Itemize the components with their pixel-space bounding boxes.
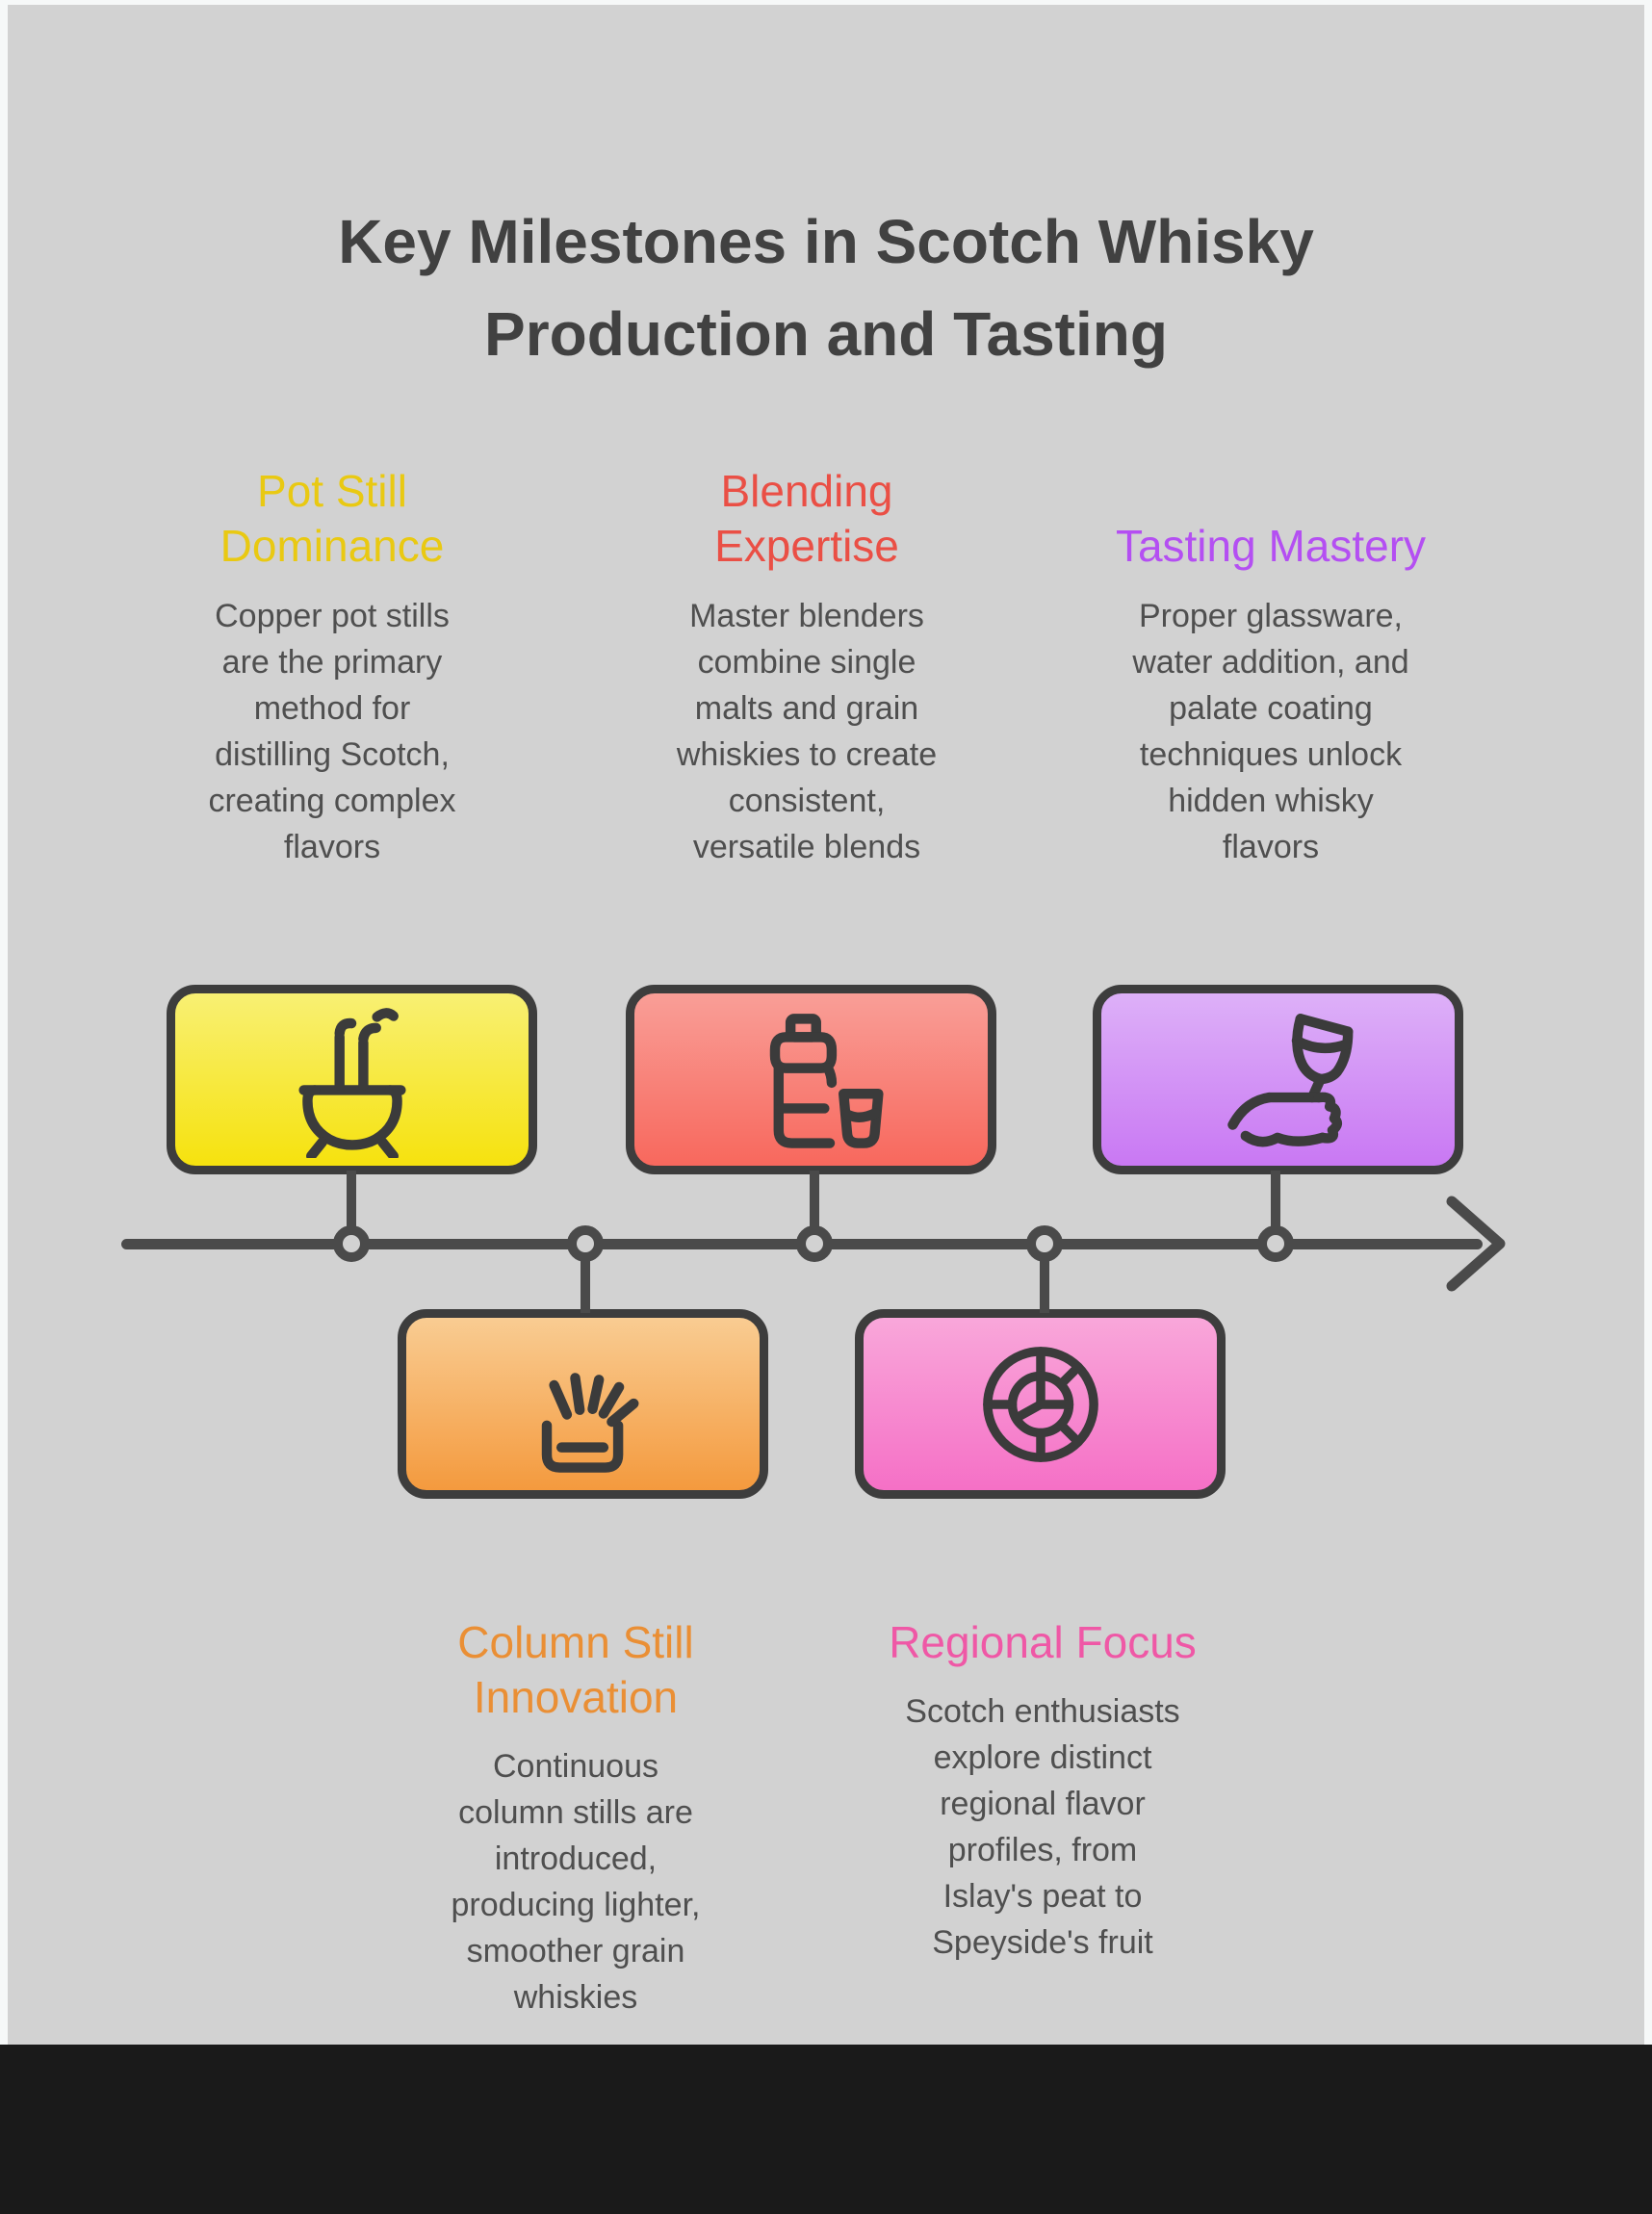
milestone-box-pot-still xyxy=(167,985,537,1174)
milestone-description-blending: Master blenders combine single malts and… xyxy=(676,598,938,865)
milestone-box-regional xyxy=(855,1309,1226,1499)
milestone-heading-blending: Blending Expertise xyxy=(643,452,970,574)
connector-regional xyxy=(1040,1244,1049,1313)
milestone-text-column-still: Column Still Innovation Continuous colum… xyxy=(412,1615,739,2021)
flavor-wheel-icon xyxy=(982,1346,1098,1462)
connector-column-still xyxy=(581,1244,590,1313)
milestone-box-column-still xyxy=(398,1309,768,1499)
milestone-description-pot-still: Copper pot stills are the primary method… xyxy=(208,598,456,865)
pot-still-icon xyxy=(297,1007,406,1158)
milestone-description-tasting: Proper glassware, water addition, and pa… xyxy=(1132,598,1409,865)
milestone-box-blending xyxy=(626,985,996,1174)
connector-pot-still xyxy=(347,1171,356,1244)
timeline-node-pot-still xyxy=(333,1225,370,1262)
milestone-heading-column-still: Column Still Innovation xyxy=(457,1617,694,1722)
timeline-node-tasting xyxy=(1257,1225,1294,1262)
timeline-node-regional xyxy=(1026,1225,1063,1262)
bottle-glass-icon xyxy=(769,1013,884,1148)
tasting-glass-icon xyxy=(1226,1013,1353,1146)
timeline-node-blending xyxy=(796,1225,833,1262)
milestone-heading-pot-still: Pot Still Dominance xyxy=(168,452,496,574)
footer-bar xyxy=(0,2045,1652,2214)
connector-blending xyxy=(810,1171,819,1244)
heading-text: Tasting Mastery xyxy=(1115,521,1427,571)
milestone-description-column-still: Continuous column stills are introduced,… xyxy=(451,1748,701,2016)
page-title: Key Milestones in Scotch Whisky Producti… xyxy=(338,207,1314,369)
heading-text: Blending Expertise xyxy=(714,466,899,571)
connector-tasting xyxy=(1271,1171,1280,1244)
milestone-heading-tasting: Tasting Mastery xyxy=(1078,452,1463,574)
column-still-icon xyxy=(541,1372,638,1473)
arrow-right-icon xyxy=(1446,1196,1506,1292)
milestone-text-regional: Regional Focus Scotch enthusiasts explor… xyxy=(869,1615,1216,1966)
milestone-description-regional: Scotch enthusiasts explore distinct regi… xyxy=(905,1693,1180,1961)
milestone-box-tasting xyxy=(1093,985,1463,1174)
milestone-heading-regional: Regional Focus xyxy=(889,1617,1197,1667)
heading-text: Pot Still Dominance xyxy=(219,466,445,571)
timeline-node-column-still xyxy=(567,1225,604,1262)
